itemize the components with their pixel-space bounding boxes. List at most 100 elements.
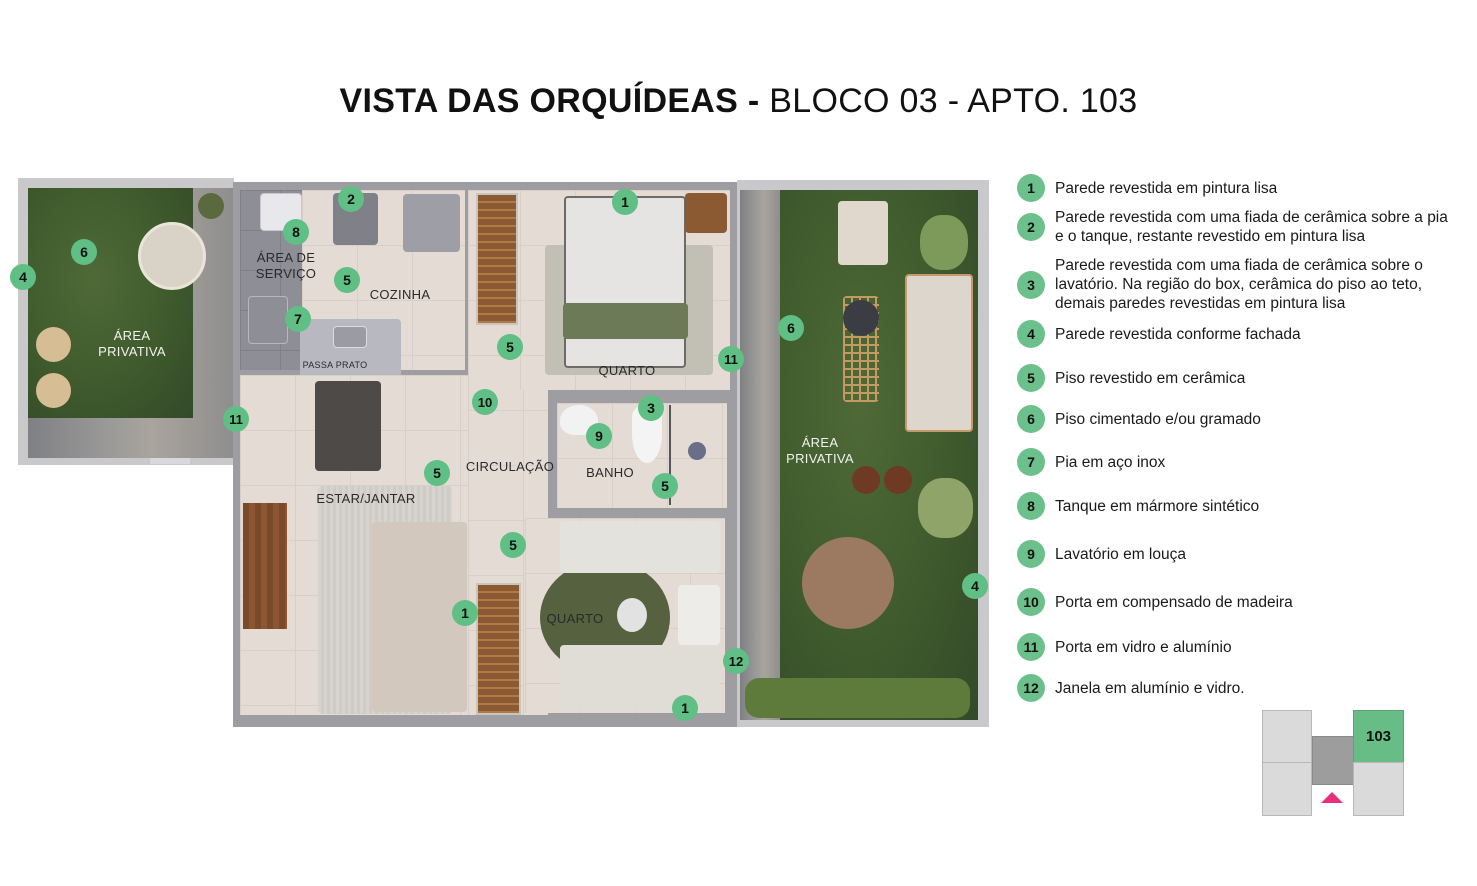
sofa [372, 522, 467, 712]
legend-item-9: 9 Lavatório em louça [1017, 540, 1455, 568]
page-title: VISTA DAS ORQUÍDEAS - BLOCO 03 - APTO. 1… [0, 82, 1477, 121]
shower-drain [688, 442, 706, 460]
plan-badge-5: 5 [500, 532, 526, 558]
legend-item-10: 10 Porta em compensado de madeira [1017, 588, 1455, 616]
legend-text: Lavatório em louça [1055, 545, 1186, 563]
legend-number-badge: 8 [1017, 492, 1045, 520]
legend-item-11: 11 Porta em vidro e alumínio [1017, 633, 1455, 661]
legend-text: Parede revestida em pintura lisa [1055, 179, 1278, 197]
legend-item-8: 8 Tanque em mármore sintético [1017, 492, 1455, 520]
hanging-chair [138, 222, 206, 290]
legend-number-badge: 5 [1017, 364, 1045, 392]
outdoor-sofa [905, 274, 973, 432]
plant-pot [198, 193, 224, 219]
room-label-banho: BANHO [586, 465, 634, 480]
round-dining-table [802, 537, 894, 629]
legend-number-badge: 3 [1017, 270, 1045, 299]
legend-item-12: 12 Janela em alumínio e vidro. [1017, 674, 1455, 702]
pouf [617, 598, 647, 632]
room-label-quarto-1: QUARTO [598, 363, 656, 378]
plan-badge-11: 11 [718, 346, 744, 372]
left-door-frame [150, 458, 190, 464]
plan-badge-10: 10 [472, 389, 498, 415]
legend-text: Janela em alumínio e vidro. [1055, 679, 1245, 697]
plan-badge-6: 6 [778, 315, 804, 341]
plan-badge-4: 4 [10, 264, 36, 290]
key-plan-core [1312, 736, 1354, 785]
legend-number-badge: 11 [1017, 633, 1045, 661]
floor-plan: ÁREA PRIVATIVA PASSA PRATO ÁREA DE SERVI… [10, 178, 989, 727]
room-label-circulacao: CIRCULAÇÃO [465, 459, 555, 474]
legend-text: Piso revestido em cerâmica [1055, 369, 1246, 387]
stool-2 [36, 373, 71, 408]
title-unit: BLOCO 03 - APTO. 103 [759, 82, 1138, 120]
armchair [838, 201, 888, 265]
legend-number-badge: 7 [1017, 448, 1045, 476]
plan-badge-5: 5 [497, 334, 523, 360]
desk [678, 585, 720, 645]
plan-badge-1: 1 [672, 695, 698, 721]
shower-partition [669, 405, 671, 505]
room-label-area-servico: ÁREA DE SERVIÇO [255, 250, 317, 281]
right-area-gravel [740, 190, 780, 720]
plan-badge-5: 5 [334, 267, 360, 293]
plan-badge-11: 11 [223, 406, 249, 432]
plan-badge-12: 12 [723, 648, 749, 674]
legend-item-3: 3 Parede revestida com uma fiada de cerâ… [1017, 256, 1455, 313]
plan-badge-2: 2 [338, 186, 364, 212]
legend-number-badge: 4 [1017, 320, 1045, 348]
washing-machine [248, 296, 288, 344]
single-bed-1 [560, 521, 720, 573]
legend-item-6: 6 Piso cimentado e/ou gramado [1017, 405, 1455, 433]
legend-text: Parede revestida conforme fachada [1055, 325, 1301, 343]
key-plan: 103 [1262, 710, 1404, 817]
legend-number-badge: 6 [1017, 405, 1045, 433]
legend-text: Pia em aço inox [1055, 453, 1166, 471]
plan-badge-8: 8 [283, 219, 309, 245]
room-label-estar-jantar: ESTAR/JANTAR [316, 491, 416, 506]
double-bed [564, 196, 686, 368]
shrub-1 [920, 215, 968, 270]
key-plan-unit-top-left [1262, 710, 1312, 763]
passa-prato-label: PASSA PRATO [302, 360, 368, 370]
planter-1 [852, 466, 880, 494]
side-table [843, 300, 879, 336]
plan-badge-1: 1 [612, 189, 638, 215]
legend-item-2: 2 Parede revestida com uma fiada de cerâ… [1017, 208, 1455, 246]
plan-badge-3: 3 [638, 395, 664, 421]
room-label-area-privativa-right: ÁREA PRIVATIVA [786, 435, 854, 466]
plan-badge-5: 5 [652, 473, 678, 499]
legend-number-badge: 10 [1017, 588, 1045, 616]
kitchen-sink [333, 326, 367, 348]
room-label-area-privativa-left: ÁREA PRIVATIVA [98, 328, 166, 359]
legend-text: Tanque em mármore sintético [1055, 497, 1260, 515]
legend-text: Porta em vidro e alumínio [1055, 638, 1232, 656]
legend-item-1: 1 Parede revestida em pintura lisa [1017, 174, 1455, 202]
key-plan-unit-bottom-right [1353, 762, 1404, 816]
room-label-quarto-2: QUARTO [546, 611, 604, 626]
legend-text: Porta em compensado de madeira [1055, 593, 1293, 611]
plan-badge-9: 9 [586, 423, 612, 449]
room-label-cozinha: COZINHA [369, 287, 431, 302]
plan-badge-4: 4 [962, 573, 988, 599]
bed-throw [563, 303, 688, 339]
plan-badge-1: 1 [452, 600, 478, 626]
wardrobe-bedroom-1 [476, 193, 518, 325]
key-plan-unit-bottom-left [1262, 762, 1312, 816]
plan-badge-6: 6 [71, 239, 97, 265]
legend-number-badge: 9 [1017, 540, 1045, 568]
tv-panel-wood [243, 503, 287, 629]
legend-text: Piso cimentado e/ou gramado [1055, 410, 1261, 428]
dining-table [315, 381, 381, 471]
legend-number-badge: 2 [1017, 213, 1045, 241]
planter-2 [884, 466, 912, 494]
nightstand [685, 193, 727, 233]
legend-text: Parede revestida com uma fiada de cerâmi… [1055, 257, 1423, 312]
entrance-arrow-icon [1321, 792, 1343, 803]
fridge [403, 194, 460, 252]
legend-number-badge: 12 [1017, 674, 1045, 702]
title-project: VISTA DAS ORQUÍDEAS - [339, 82, 760, 120]
legend-text: Parede revestida com uma fiada de cerâmi… [1055, 209, 1448, 245]
legend-number-badge: 1 [1017, 174, 1045, 202]
legend-item-5: 5 Piso revestido em cerâmica [1017, 364, 1455, 392]
